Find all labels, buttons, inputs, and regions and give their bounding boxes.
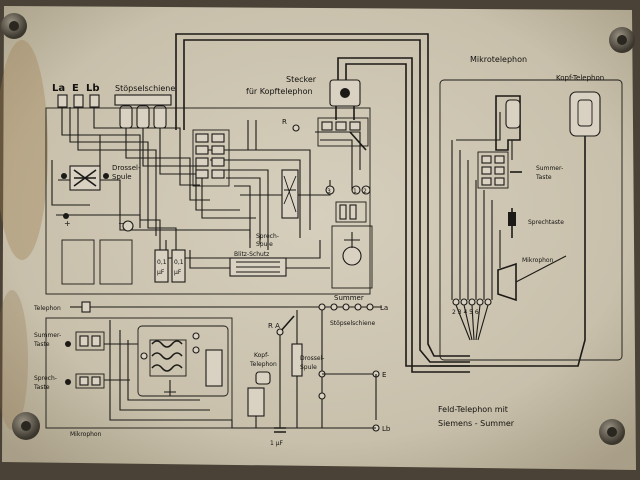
summer-unit: Summer [331, 225, 373, 302]
sprechtaste-label: Sprechtaste [528, 219, 564, 226]
summer-inductor-unit [137, 325, 229, 397]
terminals-la-e-lb: La E Lb [52, 83, 100, 108]
mikrotelephon-label: Mikrotelephon [470, 55, 527, 64]
stopselschiene-top: Stöpselschiene [114, 84, 175, 129]
sprechtaste-switch: Sprechtaste [508, 208, 564, 238]
mikrophon-capsule: Mikrophon [497, 255, 567, 302]
summer-taste-bottom: Summer- Taste [33, 331, 105, 351]
blitz-label: Blitz-Schutz [234, 251, 269, 258]
telephon-label: Telephon [33, 305, 61, 312]
la-bottom-label: La [380, 304, 388, 312]
summer-label: Summer [334, 294, 364, 302]
drossel-label-2: Spule [112, 173, 132, 181]
screw-bottom-right-icon [599, 419, 625, 445]
switch-ra-label: R A [268, 322, 280, 330]
drossel2-label-1: Drossel- [300, 355, 324, 362]
drossel-label-1: Drossel- [112, 164, 141, 172]
lb-bottom-label: Lb [382, 425, 391, 433]
svg-text:+: + [64, 219, 71, 228]
cap3-label: 1 µF [270, 440, 284, 447]
summer-taste-label-1: Summer- [536, 165, 563, 172]
summer-taste-label-2: Taste [535, 174, 552, 181]
svg-text:1: 1 [353, 188, 357, 195]
svg-text:2: 2 [363, 188, 367, 195]
screw-top-left-icon [1, 13, 27, 39]
e-bottom-label: E [382, 371, 386, 379]
connector-block-left [192, 129, 230, 187]
battery-cells: + − [56, 213, 141, 285]
drossel2-label-2: Spule [300, 364, 317, 371]
terminal-strip-2-6: 2 3 4 5 6 [452, 298, 492, 341]
stecker-label-2: für Kopftelephon [246, 87, 313, 96]
plate-title: Feld-Telephon mit Siemens - Summer [438, 405, 515, 428]
switch-block-top-right: R [282, 117, 369, 151]
svg-text:−: − [118, 219, 125, 228]
sprech-taste-bottom: Sprech- Taste [33, 373, 105, 391]
switch-r-label: R [282, 118, 287, 126]
screw-top-right-icon [609, 27, 635, 53]
right-panel-enclosure [439, 79, 623, 361]
terminal-e-label: E [72, 83, 79, 94]
sprech-spule-label-1: Sprech- [256, 233, 279, 240]
summer-taste2-label-1: Summer- [34, 332, 61, 339]
sprech-taste2-label-2: Taste [33, 384, 50, 391]
stecker-label-1: Stecker [286, 75, 317, 84]
capacitors-0-1uf: 0,1 µF 0,1 µF [154, 249, 186, 283]
title-line-2: Siemens - Summer [438, 419, 515, 428]
stecker-kopftelephon: Stecker für Kopftelephon [246, 75, 361, 120]
cap1-value: 0,1 [157, 259, 167, 266]
sprech-spule-coil: Sprech- Spule [256, 169, 299, 248]
blitz-schutz: Blitz-Schutz [229, 251, 287, 277]
kopf-tel2-label-1: Kopf- [254, 352, 269, 359]
kopf-tel2-label-2: Telephon [249, 361, 277, 368]
kopf-telephon-icon [430, 91, 601, 367]
sprech-taste2-label-1: Sprech- [34, 375, 57, 382]
svg-text:3: 3 [327, 188, 331, 195]
switch-r-a: R A [268, 315, 295, 428]
screw-bottom-left-icon [12, 412, 40, 440]
plate-stain [0, 290, 28, 430]
cap2-value: 0,1 [174, 259, 184, 266]
terminal-la-label: La [52, 83, 65, 94]
stopsel-top-label: Stöpselschiene [115, 84, 175, 93]
stopsel-bottom-label: Stöpselschiene [330, 320, 376, 327]
summer-terminals: 3 1 2 [325, 185, 371, 223]
cap2-unit: µF [174, 269, 182, 276]
cap1-unit: µF [157, 269, 165, 276]
plate-stain [0, 40, 48, 260]
kopf-telephon-bottom: Kopf- Telephon [247, 352, 277, 428]
title-line-1: Feld-Telephon mit [438, 405, 508, 414]
mikrophon2-label: Mikrophon [70, 431, 102, 438]
summer-taste2-label-2: Taste [33, 341, 50, 348]
mikrotelephon-handset-icon [495, 95, 521, 160]
terminal-lb-label: Lb [86, 83, 100, 94]
summer-taste-cluster: Summer- Taste [477, 151, 563, 189]
drossel-spule-bottom: Drossel- Spule [291, 310, 324, 428]
metal-plate [2, 6, 636, 470]
kopf-telephon-label: Kopf-Telephon [556, 74, 604, 82]
sprech-spule-label-2: Spule [256, 241, 273, 248]
drossel-spule-coil: Drossel- Spule [61, 164, 141, 191]
mikrophon-label: Mikrophon [522, 257, 554, 264]
bottom-left-enclosure [45, 317, 233, 429]
